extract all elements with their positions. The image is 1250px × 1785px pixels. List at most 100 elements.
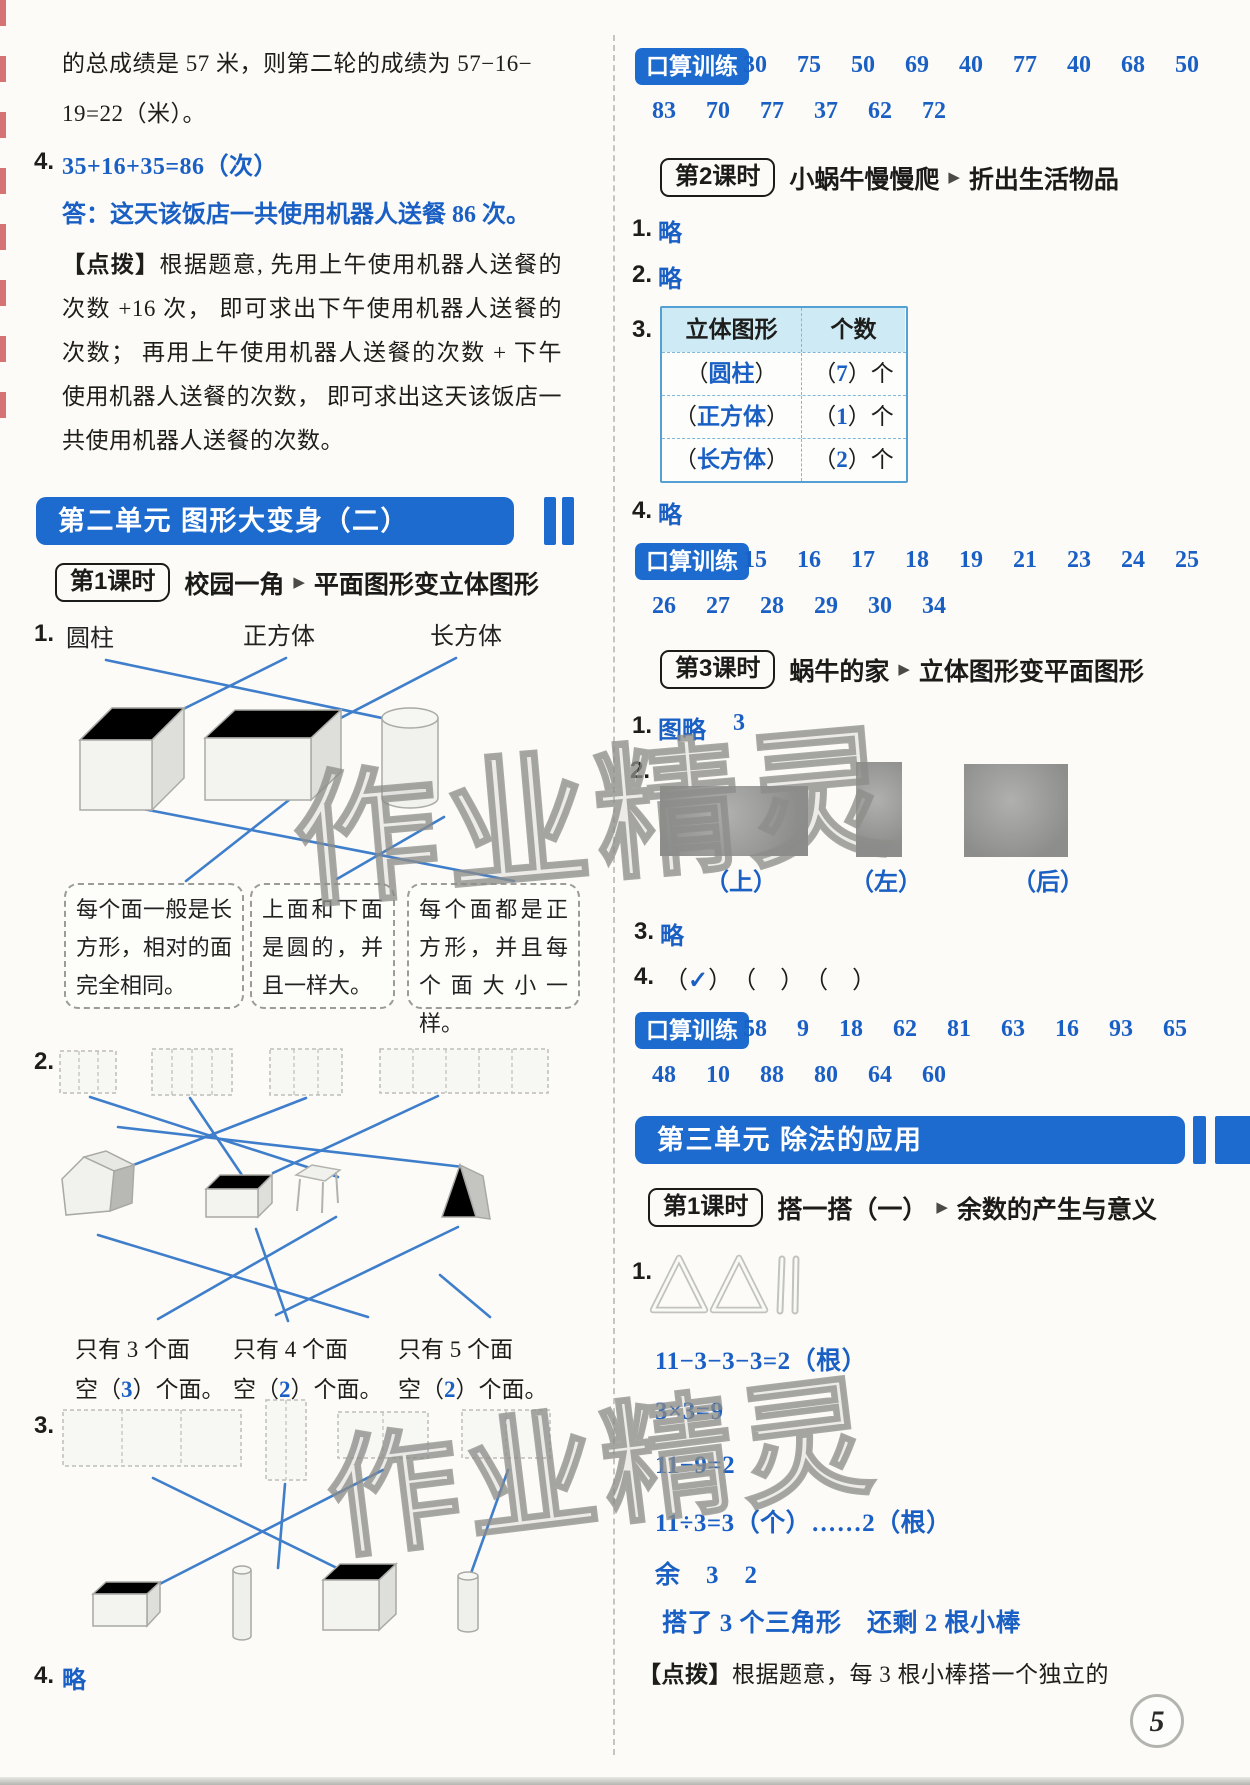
- q2-matching-figure: [59, 1048, 549, 1323]
- item-number: 3.: [634, 918, 655, 945]
- item-number: 1.: [34, 620, 55, 647]
- item-number: 3.: [632, 316, 653, 343]
- cuboid-small-figure: [204, 1173, 274, 1219]
- item-number: 3.: [34, 1412, 55, 1439]
- lesson3-header: 第3课时 蜗牛的家 ▶ 立体图形变平面图形: [660, 650, 1144, 689]
- answer-brief: 略: [658, 221, 682, 247]
- triangle-arrow-icon: ▶: [948, 170, 960, 186]
- description-box-cube: 每个面都是正方形，并且每个面大小一样。: [407, 883, 580, 1036]
- triangle-arrow-icon: ▶: [293, 575, 305, 591]
- thin-cylinder-figure: [457, 1571, 479, 1633]
- page-number-value: 5: [1149, 1705, 1165, 1738]
- lesson-tag: 第1课时: [55, 563, 171, 602]
- answer-brief: 略: [658, 267, 682, 293]
- lesson-title: 搭一搭（一）: [777, 1195, 928, 1224]
- view-label-left: （左）: [850, 870, 922, 896]
- caption-line: 只有 5 个面: [398, 1337, 513, 1362]
- unit2-banner: 第二单元 图形大变身（二）: [36, 497, 514, 545]
- tip-label: 【点拨】: [638, 1661, 732, 1687]
- intro-line: 的总成绩是 57 米，则第二轮的成绩为 57−16−: [62, 51, 533, 76]
- check-answer-row: （✓） （ ） （ ）: [664, 960, 876, 995]
- cylinder-figure: [381, 707, 439, 809]
- triangle-arrow-icon: ▶: [936, 1200, 948, 1216]
- caption-line: 只有 3 个面: [75, 1337, 190, 1362]
- description-box-cylinder: 上面和下面是圆的，并且一样大。: [250, 883, 395, 1009]
- answer-value: 3: [733, 710, 745, 736]
- answer-remainder: 余 3 2: [655, 1562, 758, 1589]
- item-number: 1.: [632, 1258, 653, 1285]
- answer-brief: 略: [62, 1668, 86, 1694]
- item-number: 1.: [632, 712, 653, 739]
- banner-bar: [1215, 1116, 1250, 1164]
- lesson-title: 小蜗牛慢慢爬: [789, 165, 940, 194]
- oral-math-row: 83 70 77 37 62 72: [652, 98, 946, 124]
- view-label-top: （上）: [705, 870, 777, 896]
- item-number: 4.: [634, 963, 655, 990]
- answer-conclusion: 搭了 3 个三角形 还剩 2 根小棒: [662, 1610, 1022, 1637]
- answer-brief: 图略: [658, 718, 706, 744]
- label-cube: 正方体: [243, 624, 315, 650]
- oral-math-badge: 口算训练: [635, 48, 749, 85]
- unit2-banner-text: 第二单元 图形大变身（二）: [58, 506, 410, 536]
- oral-math-row: 58 9 18 62 81 63 16 93 65: [743, 1016, 1187, 1042]
- page-number: 5: [1130, 1694, 1184, 1748]
- q1-matching-figure: [78, 656, 516, 883]
- unit3-banner: 第三单元 除法的应用: [635, 1116, 1185, 1164]
- caption-line: 只有 4 个面: [233, 1337, 348, 1362]
- item-number: 2.: [34, 1048, 55, 1075]
- item-number: 1.: [632, 215, 653, 242]
- caption-line: 空（3）个面。: [75, 1377, 225, 1402]
- lesson4-header: 第1课时 搭一搭（一） ▶ 余数的产生与意义: [648, 1188, 1157, 1227]
- view-label-back: （后）: [1012, 870, 1084, 896]
- item-number: 4.: [34, 1662, 55, 1689]
- tip-text: 根据题意，每 3 根小棒搭一个独立的: [732, 1662, 1109, 1687]
- lesson-subtitle: 余数的产生与意义: [956, 1195, 1157, 1224]
- table-row: （长方体） （2）个: [662, 439, 906, 481]
- caption-line: 空（2）个面。: [233, 1377, 383, 1402]
- answer-equation: 35+16+35=86（次）: [62, 154, 279, 180]
- oral-math-row: 48 10 88 80 64 60: [652, 1062, 946, 1088]
- page-bottom-edge: [0, 1777, 1250, 1785]
- column-divider: [613, 35, 615, 1755]
- answer-sentence: 答：这天该饭店一共使用机器人送餐 86 次。: [62, 202, 530, 228]
- cuboid-small-figure: [91, 1580, 162, 1628]
- cuboid-figure: [203, 708, 343, 802]
- table-header-shape: 立体图形: [662, 308, 802, 352]
- banner-bar: [544, 497, 556, 545]
- face-caption: 只有 4 个面 空（2）个面。: [233, 1330, 383, 1410]
- stool-figure: [294, 1164, 342, 1214]
- lesson-title: 蜗牛的家: [789, 657, 890, 686]
- oral-math-badge: 口算训练: [635, 1012, 749, 1049]
- oral-math-row: 30 75 50 69 40 77 40 68 50: [743, 52, 1199, 78]
- item-number: 4.: [632, 497, 653, 524]
- empty-parens: （ ） （ ）: [720, 968, 877, 994]
- item-number: 2.: [632, 261, 653, 288]
- item-number: 4.: [34, 148, 55, 175]
- oral-math-row: 15 16 17 18 19 21 23 24 25: [743, 547, 1199, 573]
- caption-line: 空（2）个面。: [398, 1377, 548, 1402]
- lesson-subtitle: 折出生活物品: [968, 165, 1119, 194]
- lesson1-header: 第1课时 校园一角 ▶ 平面图形变立体图形: [55, 563, 539, 602]
- unit3-banner-text: 第三单元 除法的应用: [657, 1125, 923, 1155]
- view-photo-top: [660, 786, 808, 856]
- tip-paragraph: 【点拨】根据题意, 先用上午使用机器人送餐的次数 +16 次， 即可求出下午使用…: [62, 242, 562, 463]
- lesson-subtitle: 立体图形变平面图形: [918, 657, 1144, 686]
- intro-line: 19=22（米）。: [62, 101, 206, 126]
- answer-equation: 11−3−3−3=2（根）: [655, 1348, 868, 1375]
- check-mark: ✓: [688, 968, 709, 994]
- description-box-cuboid: 每个面一般是长方形，相对的面完全相同。: [64, 883, 244, 1009]
- lesson2-header: 第2课时 小蜗牛慢慢爬 ▶ 折出生活物品: [660, 158, 1119, 197]
- thin-cylinder-figure: [232, 1565, 252, 1641]
- label-cylinder: 圆柱: [66, 626, 114, 652]
- shape-count-table: 立体图形 个数 （圆柱） （7）个 （正方体） （1）个 （长方体） （2）个: [660, 306, 908, 483]
- banner-bar: [1193, 1116, 1206, 1164]
- view-photo-back: [964, 764, 1068, 857]
- table-header-count: 个数: [802, 308, 905, 352]
- answer-equation: 11−9=2: [655, 1452, 736, 1479]
- label-cuboid: 长方体: [430, 624, 502, 650]
- flat-nets: [62, 1399, 551, 1481]
- cube-figure: [321, 1562, 398, 1632]
- table-header-row: 立体图形 个数: [662, 308, 906, 353]
- answer-brief: 略: [658, 503, 682, 529]
